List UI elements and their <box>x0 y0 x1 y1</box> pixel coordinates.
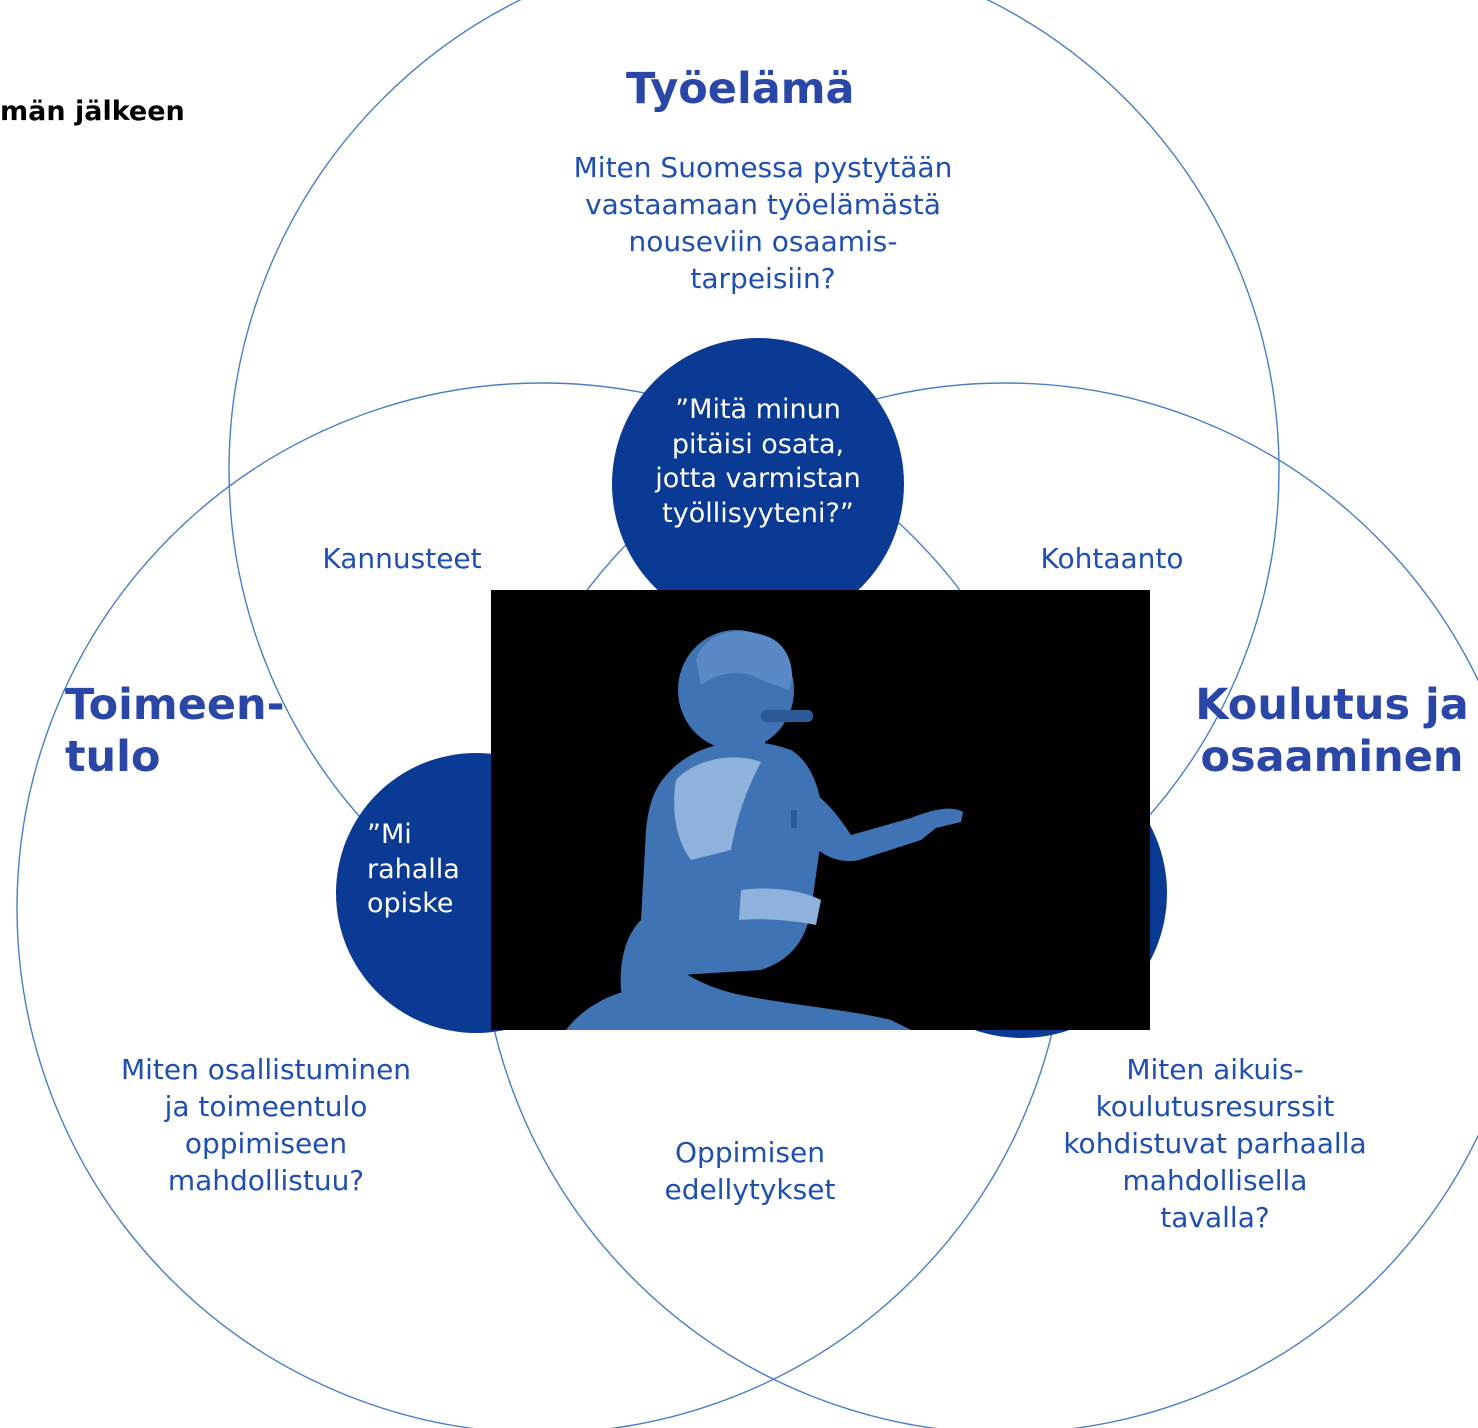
quote-bubble-left-text: ”Mi rahalla opiske <box>367 819 460 920</box>
question-koulutus: Miten aikuis- koulutusresurssit kohdistu… <box>1063 1053 1367 1234</box>
question-toimeentulo: Miten osallistuminen ja toimeentulo oppi… <box>120 1053 412 1197</box>
heading-koulutus: Koulutus ja osaaminen <box>1195 680 1469 782</box>
heading-tyoelama: Työelämä <box>626 64 855 114</box>
quote-bubble-top-text: ”Mitä minun pitäisi osata, jotta varmist… <box>655 394 861 529</box>
overlap-label-kannusteet: Kannusteet <box>322 542 482 575</box>
overlap-label-oppimisen-edellytykset: Oppimisen edellytykset <box>664 1136 836 1206</box>
question-tyoelama: Miten Suomessa pystytään vastaamaan työe… <box>573 151 953 295</box>
quote-bubble-top-circle <box>612 338 904 630</box>
person-photo <box>491 590 1150 1030</box>
overlap-label-kohtaanto: Kohtaanto <box>1040 542 1184 575</box>
heading-toimeentulo: Toimeen- tulo <box>65 680 285 782</box>
person-silhouette-icon <box>566 630 963 1030</box>
page-header-text: män jälkeen <box>0 96 185 127</box>
